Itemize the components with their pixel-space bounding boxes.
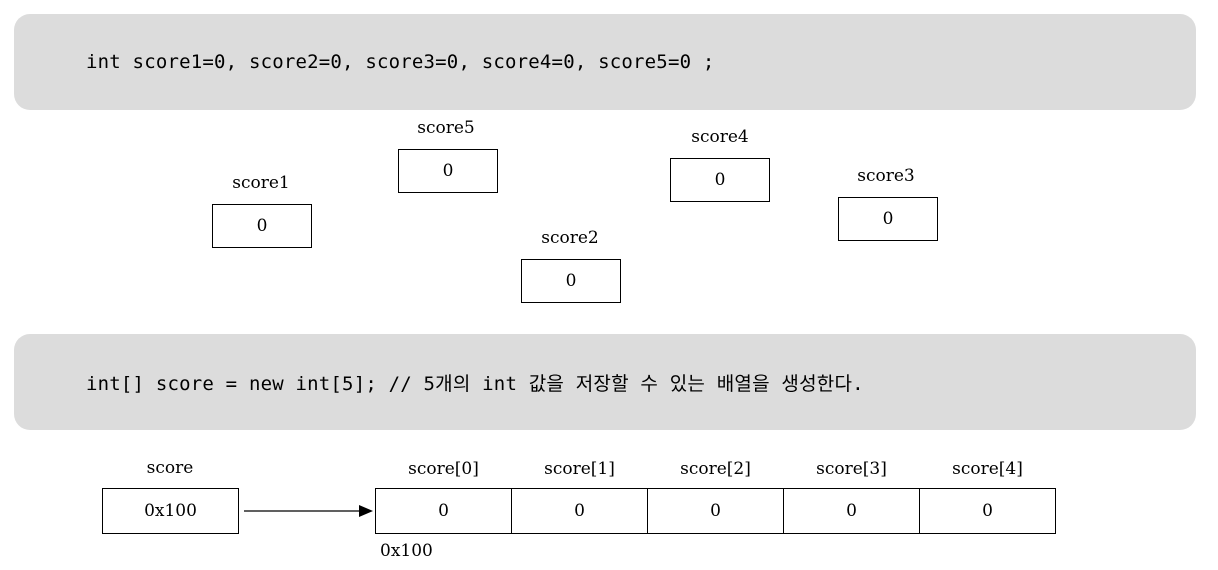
score1-label: score1 — [232, 173, 290, 193]
array-cell-4: 0 — [919, 488, 1056, 534]
array-address-label: 0x100 — [380, 541, 433, 561]
array-index-label-0: score[0] — [408, 459, 479, 479]
array-index-label-1: score[1] — [544, 459, 615, 479]
score4-label: score4 — [691, 127, 749, 147]
array-cell-2: 0 — [647, 488, 784, 534]
arrow-head-icon — [359, 505, 373, 517]
score2-label: score2 — [541, 228, 599, 248]
score5-label: score5 — [417, 118, 475, 138]
code-panel-array: int[] score = new int[5]; // 5개의 int 값을 … — [14, 334, 1196, 430]
array-cell-0: 0 — [375, 488, 512, 534]
array-cell-1: 0 — [511, 488, 648, 534]
code-line-individual-vars: int score1=0, score2=0, score3=0, score4… — [86, 51, 715, 73]
score4-box: 0 — [670, 158, 770, 202]
code-line-array: int[] score = new int[5]; // 5개의 int 값을 … — [86, 372, 864, 395]
score-ref-box: 0x100 — [102, 488, 239, 534]
array-index-label-2: score[2] — [680, 459, 751, 479]
array-cell-3: 0 — [783, 488, 920, 534]
array-index-label-3: score[3] — [816, 459, 887, 479]
score1-box: 0 — [212, 204, 312, 248]
code-panel-individual-vars: int score1=0, score2=0, score3=0, score4… — [14, 14, 1196, 110]
score2-box: 0 — [521, 259, 621, 303]
score3-label: score3 — [857, 166, 915, 186]
score3-box: 0 — [838, 197, 938, 241]
array-index-label-4: score[4] — [952, 459, 1023, 479]
score-ref-label: score — [146, 458, 194, 478]
score5-box: 0 — [398, 149, 498, 193]
